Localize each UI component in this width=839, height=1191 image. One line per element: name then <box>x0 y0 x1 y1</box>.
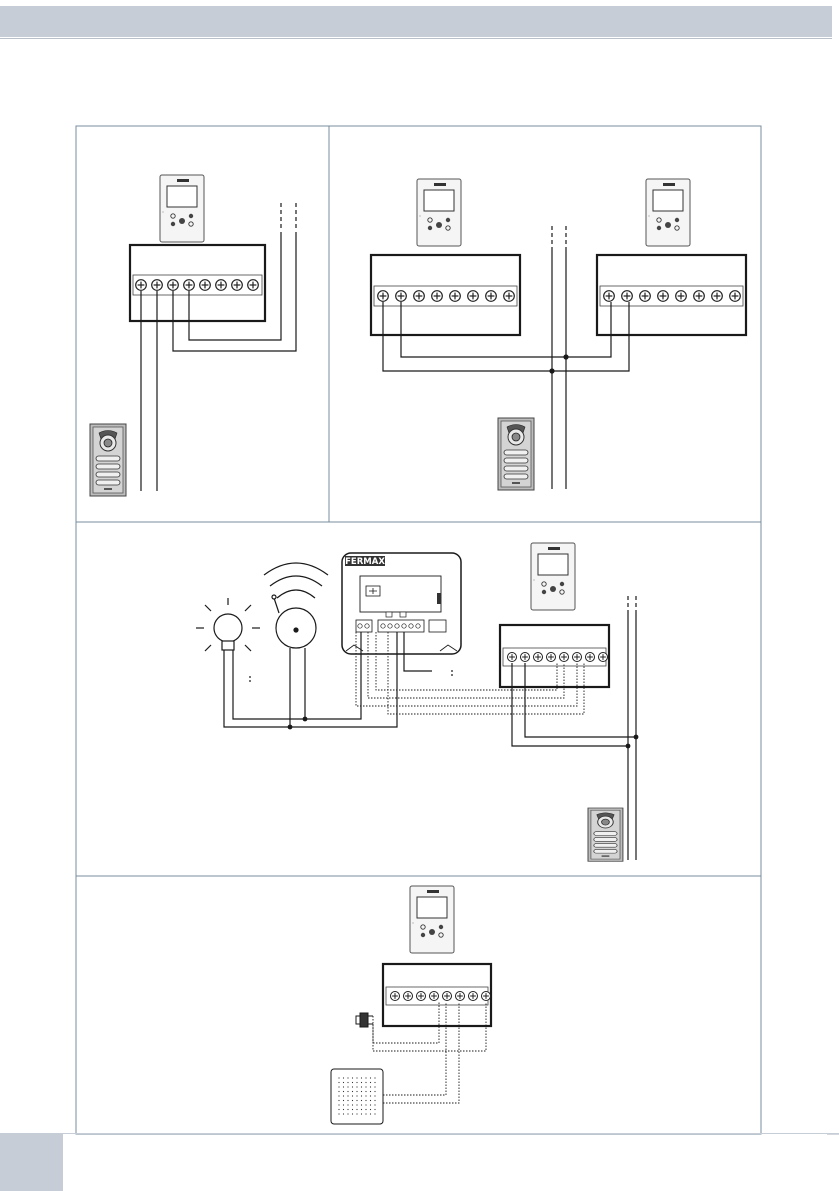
door-panel-icon-3 <box>588 808 623 861</box>
footer-rule <box>63 1133 839 1134</box>
monitor-icon-3 <box>531 543 575 610</box>
section-single-monitor <box>90 175 296 496</box>
pushbutton-icon <box>356 1013 373 1027</box>
relay-module: FERMAX <box>342 553 461 654</box>
door-panel-icon <box>90 424 126 496</box>
panel-logo: FERMAX <box>345 557 385 567</box>
section-auxiliary-relay: FERMAX <box>196 543 638 861</box>
lamp-icon <box>196 598 260 651</box>
monitor-icon-2 <box>646 179 690 246</box>
bell-icon <box>264 563 328 648</box>
monitor-icon <box>160 175 204 242</box>
section-external-pushbutton <box>331 886 491 1124</box>
speaker-icon <box>331 1069 383 1124</box>
monitor-icon-4 <box>410 886 454 953</box>
door-panel-icon-2 <box>498 418 534 490</box>
monitor-icon-1 <box>417 179 461 246</box>
page-tab <box>0 1133 63 1191</box>
section-two-monitors <box>371 179 746 490</box>
